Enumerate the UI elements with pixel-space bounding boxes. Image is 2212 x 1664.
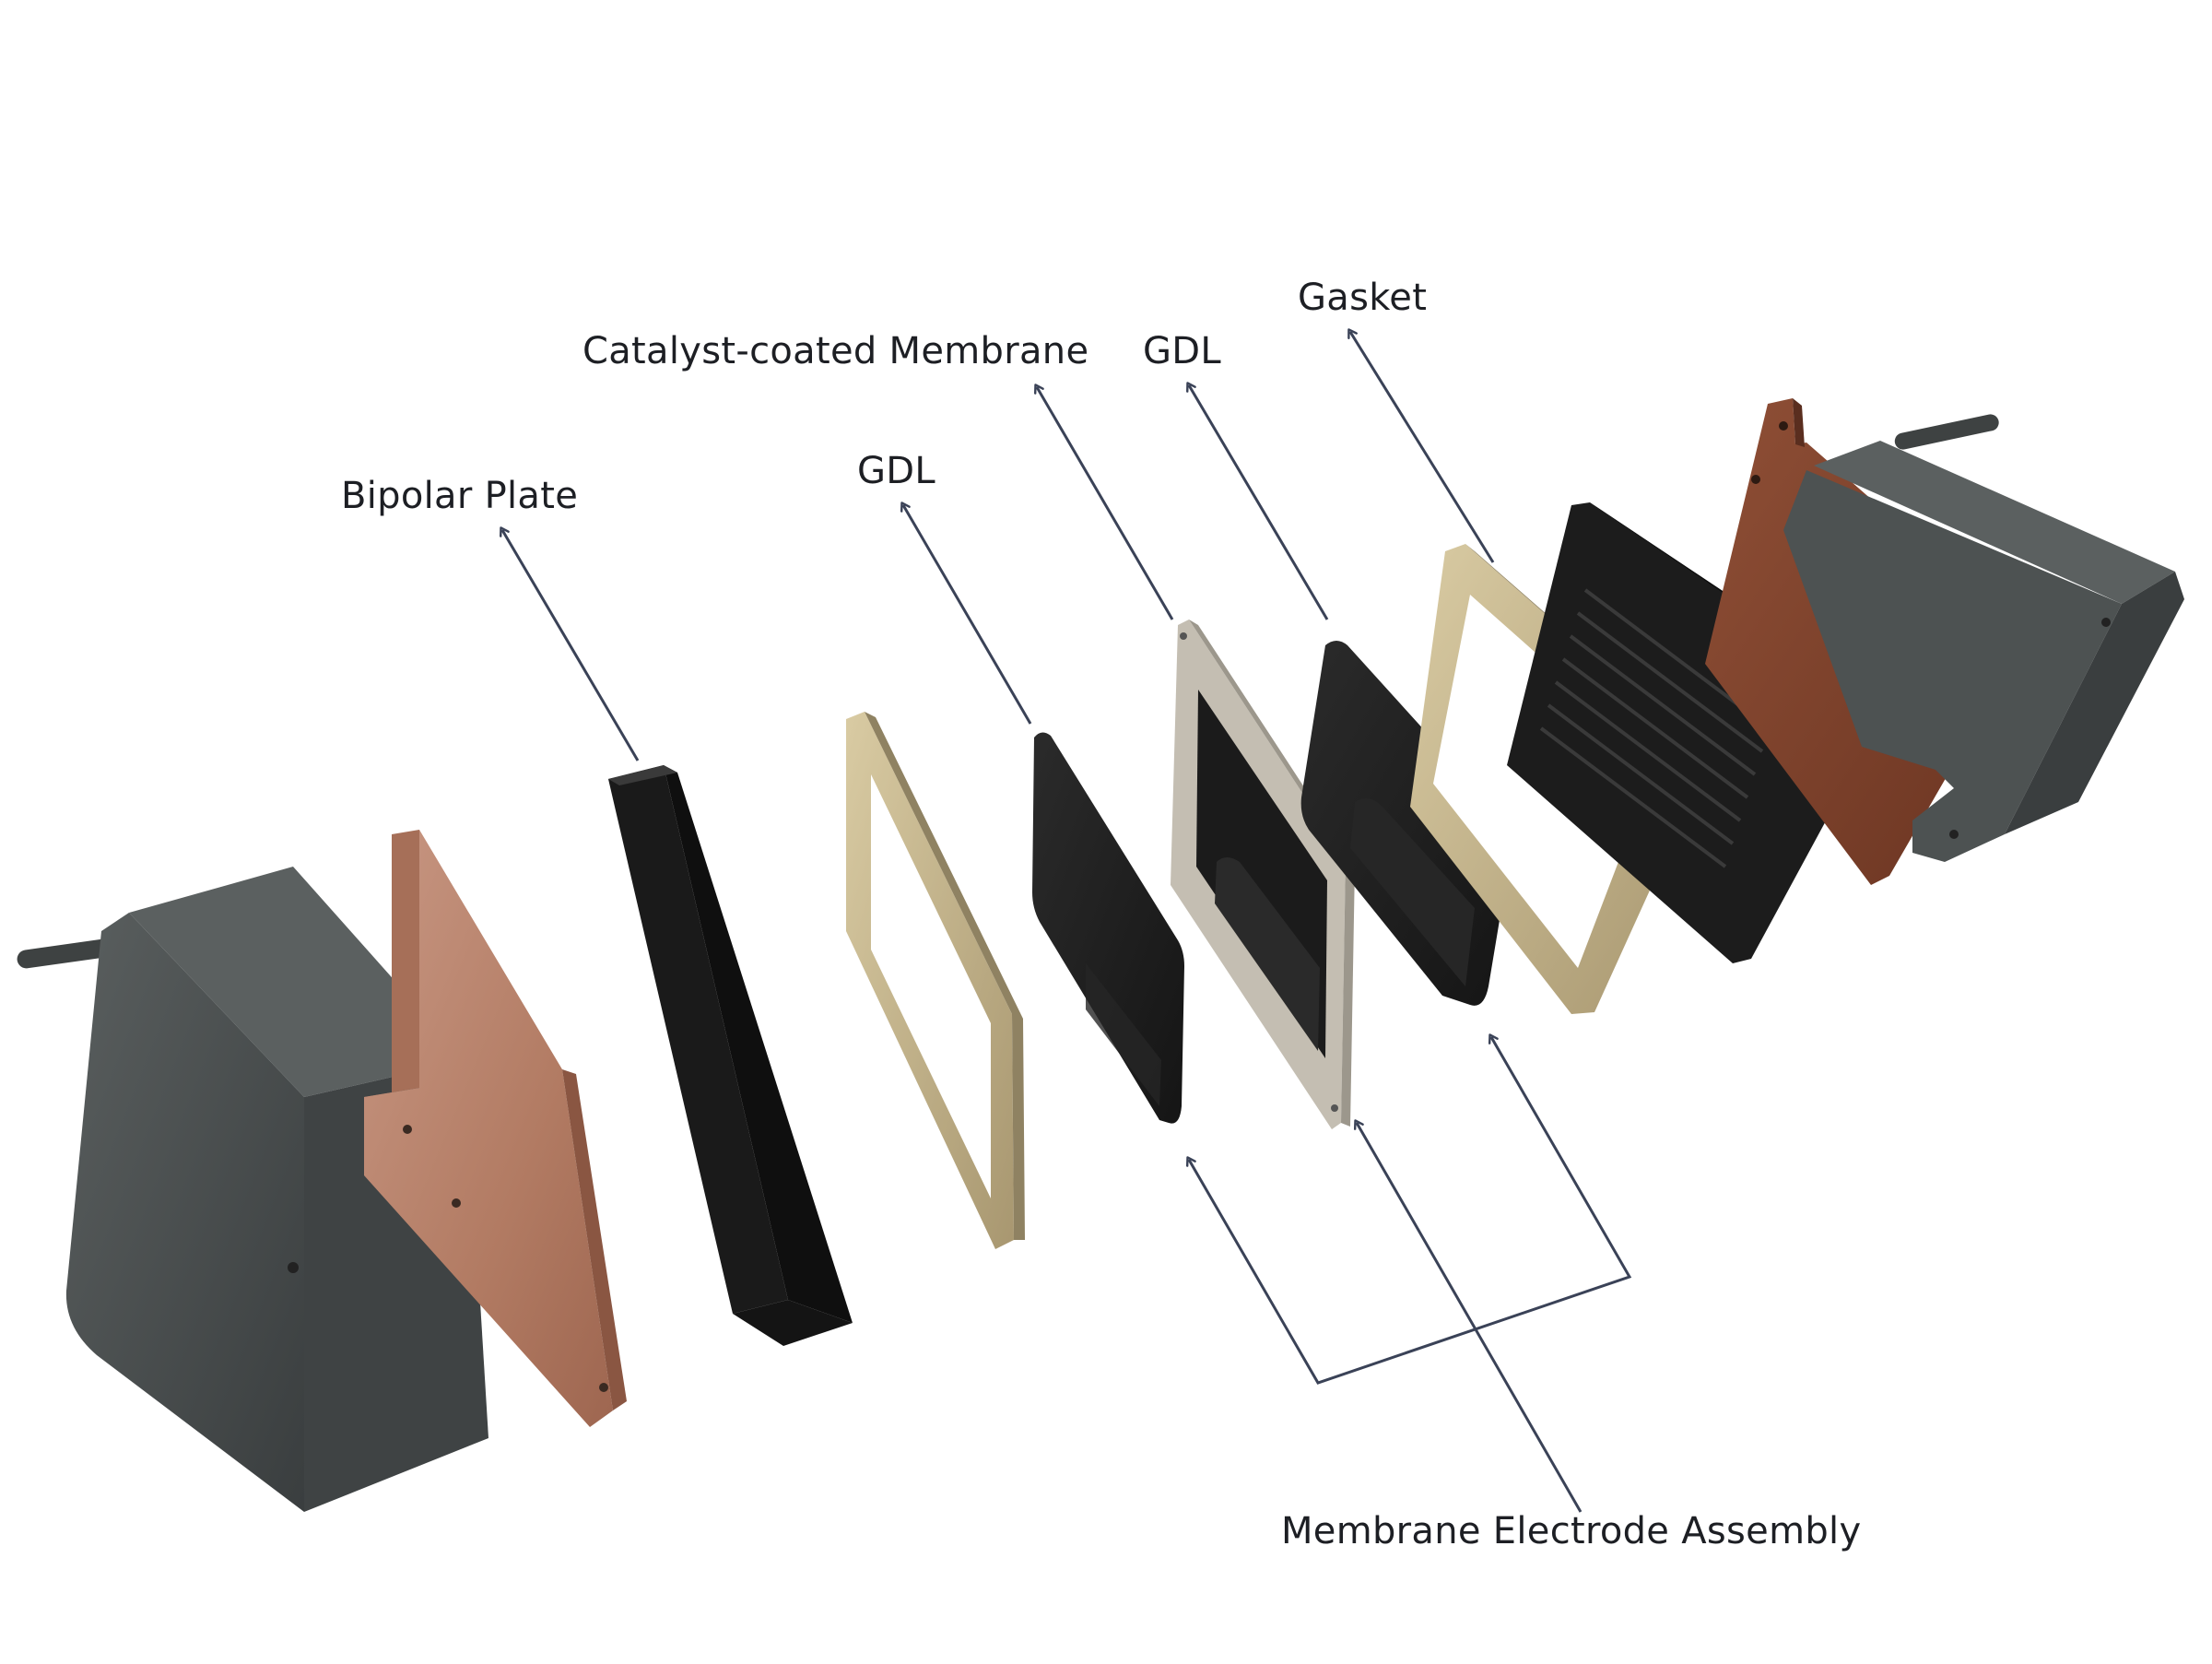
right-bipolar-plate: [1507, 502, 1885, 963]
label-catalyst-coated-membrane: Catalyst-coated Membrane: [582, 330, 1089, 372]
label-gdl-left: GDL: [857, 450, 935, 492]
arrow-gdl-left: [903, 505, 1032, 725]
left-gasket: [846, 712, 1025, 1249]
flow-field-channels: [1539, 588, 1771, 868]
right-end-plate: [1783, 414, 2184, 862]
arrow-bipolar-plate: [502, 530, 640, 761]
arrow-catalyst-coated-membrane: [1037, 387, 1174, 620]
right-gdl: [1300, 641, 1512, 1006]
right-end-plate-rod: [1894, 414, 1999, 450]
arrow-gasket: [1350, 332, 1495, 563]
arrow-gdl-right: [1189, 385, 1329, 620]
label-membrane-electrode-assembly: Membrane Electrode Assembly: [1281, 1510, 1862, 1552]
bracket-membrane-electrode-assembly: [1189, 1037, 1632, 1513]
leader-arrows: [502, 332, 1632, 1513]
left-gdl: [1032, 732, 1184, 1124]
catalyst-coated-membrane: [1171, 620, 1355, 1129]
label-gasket: Gasket: [1298, 277, 1428, 319]
label-bipolar-plate: Bipolar Plate: [341, 475, 579, 517]
label-gdl-right: GDL: [1143, 330, 1221, 372]
left-bipolar-plate: [608, 765, 853, 1346]
left-current-collector: [364, 830, 627, 1427]
